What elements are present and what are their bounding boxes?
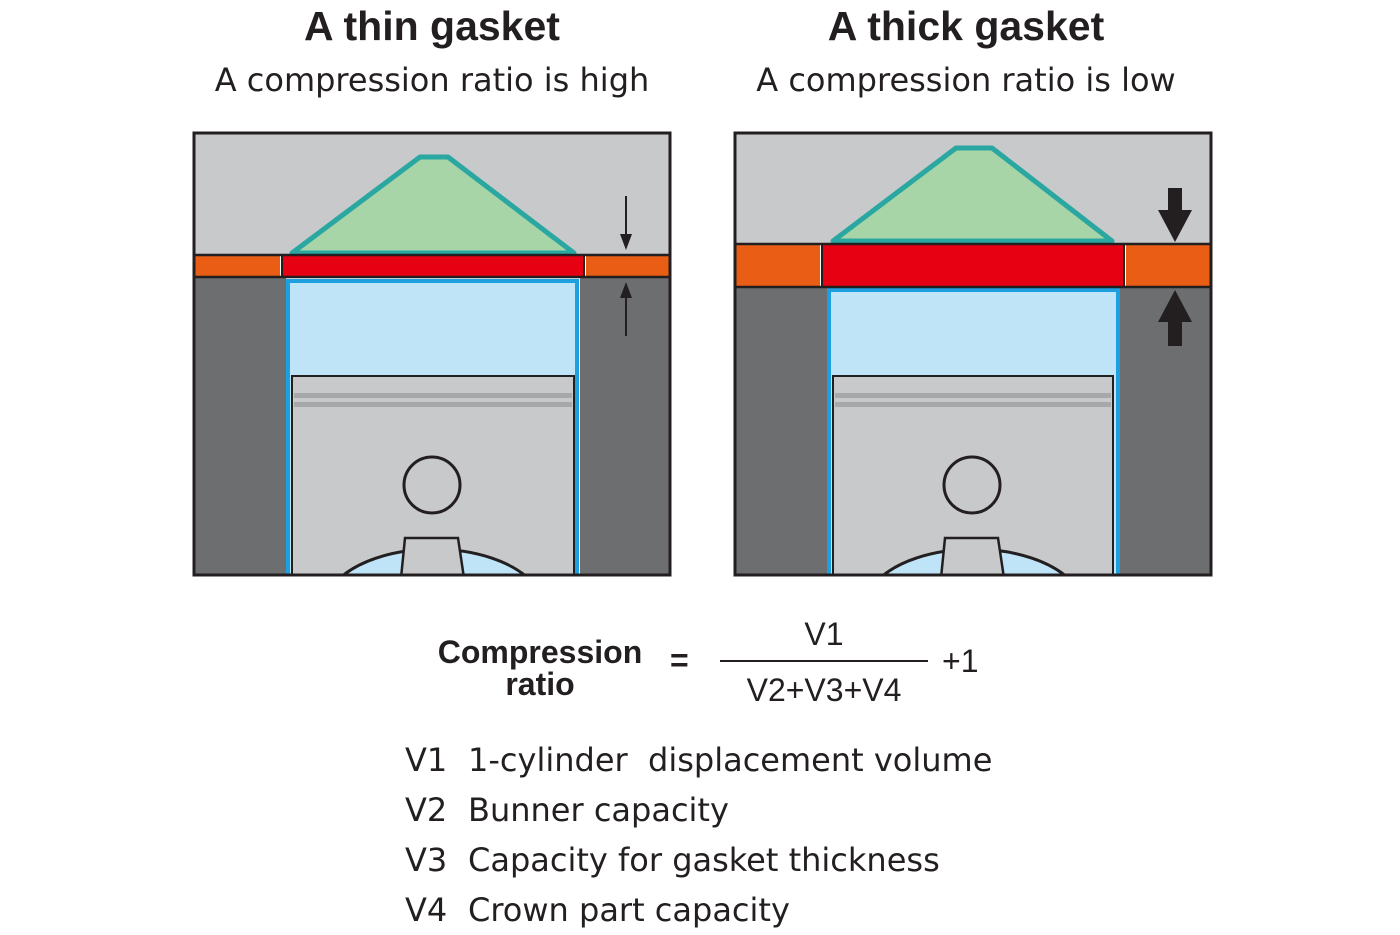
thick-gasket-title: A thick gasket: [827, 3, 1105, 49]
legend-text: 1-cylinder displacement volume: [468, 741, 993, 779]
block-wall-left: [194, 278, 286, 575]
formula-numerator: V1: [804, 616, 844, 652]
up-arrow-icon: [620, 282, 632, 336]
down-arrow-icon: [620, 196, 632, 250]
thin-gasket-engine: [194, 133, 670, 575]
thin-gasket-subtitle: A compression ratio is high: [214, 61, 650, 99]
fraction-bar: [720, 660, 928, 662]
thick-gasket-subtitle: A compression ratio is low: [756, 61, 1176, 99]
thin-gasket-frame: [192, 131, 672, 577]
up-arrow-icon: [1158, 290, 1192, 346]
thick-gasket-engine: [735, 133, 1211, 575]
piston-ring: [835, 402, 1111, 407]
legend-item: V1 1-cylinder displacement volume: [405, 735, 992, 785]
block-wall-right: [1120, 288, 1211, 575]
gasket-outer-right: [586, 256, 670, 276]
formula-equals: =: [670, 642, 689, 678]
piston-ring: [294, 402, 572, 407]
gasket-outer-right: [1126, 245, 1211, 286]
formula-suffix: +1: [942, 643, 979, 679]
legend-key: V2: [405, 791, 448, 829]
legend: V1 1-cylinder displacement volume V2 Bunne…: [405, 735, 992, 935]
thick-gasket-frame: [733, 131, 1213, 577]
gasket-outer-left: [735, 245, 820, 286]
gasket-diagram: [192, 131, 1213, 577]
block-wall-left: [735, 288, 827, 575]
piston-ring: [835, 393, 1111, 398]
combustion-chamber: [289, 154, 577, 256]
gasket-center: [822, 245, 1124, 286]
formula-label-line2: ratio: [505, 666, 575, 702]
down-arrow-icon: [1158, 188, 1192, 242]
combustion-chamber: [830, 145, 1115, 244]
thin-gasket-title: A thin gasket: [304, 3, 560, 49]
legend-text: Bunner capacity: [468, 791, 729, 829]
piston-pin: [402, 455, 462, 515]
connecting-rod: [400, 536, 465, 575]
gasket-outer-left: [194, 256, 280, 276]
legend-key: V1: [405, 741, 448, 779]
legend-text: Crown part capacity: [468, 891, 790, 929]
connecting-rod: [940, 536, 1005, 575]
formula-denominator: V2+V3+V4: [746, 672, 902, 708]
legend-item: V2 Bunner capacity: [405, 785, 992, 835]
legend-text: Capacity for gasket thickness: [468, 841, 940, 879]
legend-item: V4 Crown part capacity: [405, 885, 992, 935]
piston-pin: [942, 455, 1002, 515]
gasket-center: [282, 256, 584, 276]
legend-item: V3 Capacity for gasket thickness: [405, 835, 992, 885]
formula-label: Compression ratio: [420, 636, 660, 700]
legend-key: V3: [405, 841, 448, 879]
piston-ring: [294, 393, 572, 398]
formula-label-line1: Compression: [437, 634, 643, 670]
legend-key: V4: [405, 891, 448, 929]
